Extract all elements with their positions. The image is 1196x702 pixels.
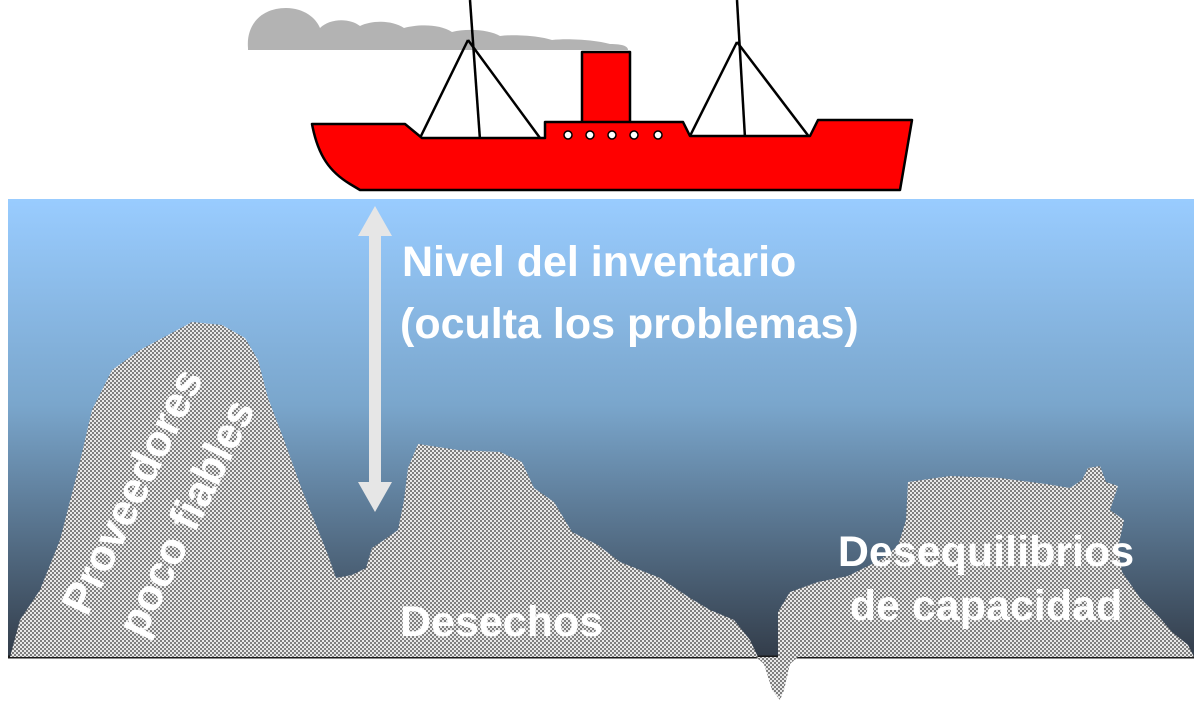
inventory-level-label-line2: (oculta los problemas) (400, 300, 859, 348)
porthole (653, 130, 663, 140)
porthole (629, 130, 639, 140)
inventory-level-label-line1: Nivel del inventario (402, 238, 796, 286)
ship-hull (310, 118, 914, 192)
waste-label: Desechos (400, 598, 603, 646)
capacity-imbalance-label-line2: de capacidad (850, 582, 1122, 630)
porthole (607, 130, 617, 140)
double-headed-arrow-icon (358, 206, 392, 512)
ship-portholes (563, 130, 663, 140)
rock-below-seabed (756, 657, 798, 700)
porthole (585, 130, 595, 140)
smoke-cloud-icon (247, 8, 628, 50)
steamship-icon (310, 50, 914, 192)
rock-unreliable-suppliers (10, 322, 758, 657)
ship-funnel (580, 50, 632, 126)
capacity-imbalance-label-line1: Desequilibrios (838, 528, 1134, 576)
porthole (563, 130, 573, 140)
ship-rigging (418, 0, 811, 141)
rock-capacity-imbalance (778, 466, 1194, 657)
